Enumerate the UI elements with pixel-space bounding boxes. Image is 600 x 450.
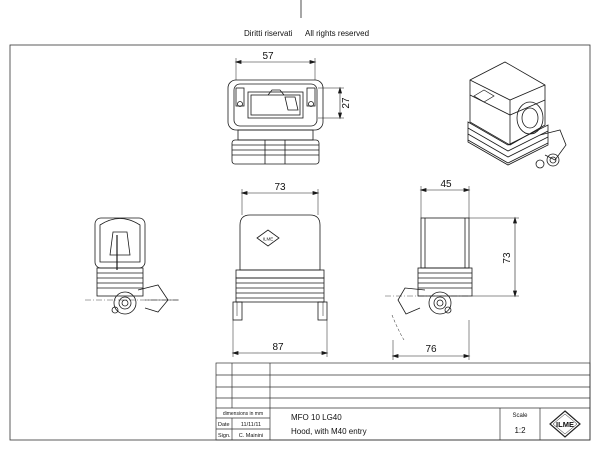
scale-label: Scale <box>512 413 528 419</box>
part-description: Hood, with M40 entry <box>291 427 367 436</box>
front-view: ILME <box>231 189 329 357</box>
dim-label-45: 45 <box>440 179 452 190</box>
date-value: 11/11/11 <box>241 422 261 428</box>
left-side-view <box>85 217 180 315</box>
date-label: Date <box>218 422 230 428</box>
dim-label-57: 57 <box>262 51 274 62</box>
right-side-view <box>385 186 519 360</box>
sign-label: Sign. <box>218 433 231 439</box>
top-view <box>227 58 344 165</box>
title-block <box>215 362 591 441</box>
logo-text: ILME <box>556 420 574 429</box>
part-code: MFO 10 LG40 <box>291 413 342 422</box>
front-logo-icon <box>256 229 280 247</box>
dim-label-76: 76 <box>425 344 437 355</box>
rights-reserved-english: All rights reserved <box>305 29 370 38</box>
rights-reserved-italian: Diritti riservati <box>244 29 293 38</box>
dim-label-27: 27 <box>341 97 352 109</box>
dim-label-73-front: 73 <box>274 182 286 193</box>
svg-text:ILME: ILME <box>263 237 274 242</box>
units-label: dimensions in mm <box>223 411 263 417</box>
ilme-logo: ILME <box>549 410 581 438</box>
dim-label-73-side: 73 <box>502 252 513 264</box>
scale-value: 1:2 <box>514 426 526 435</box>
dim-label-87: 87 <box>272 342 284 353</box>
isometric-view <box>467 61 567 169</box>
sign-value: C. Mainini <box>239 433 263 439</box>
iso-logo-icon <box>473 89 495 103</box>
